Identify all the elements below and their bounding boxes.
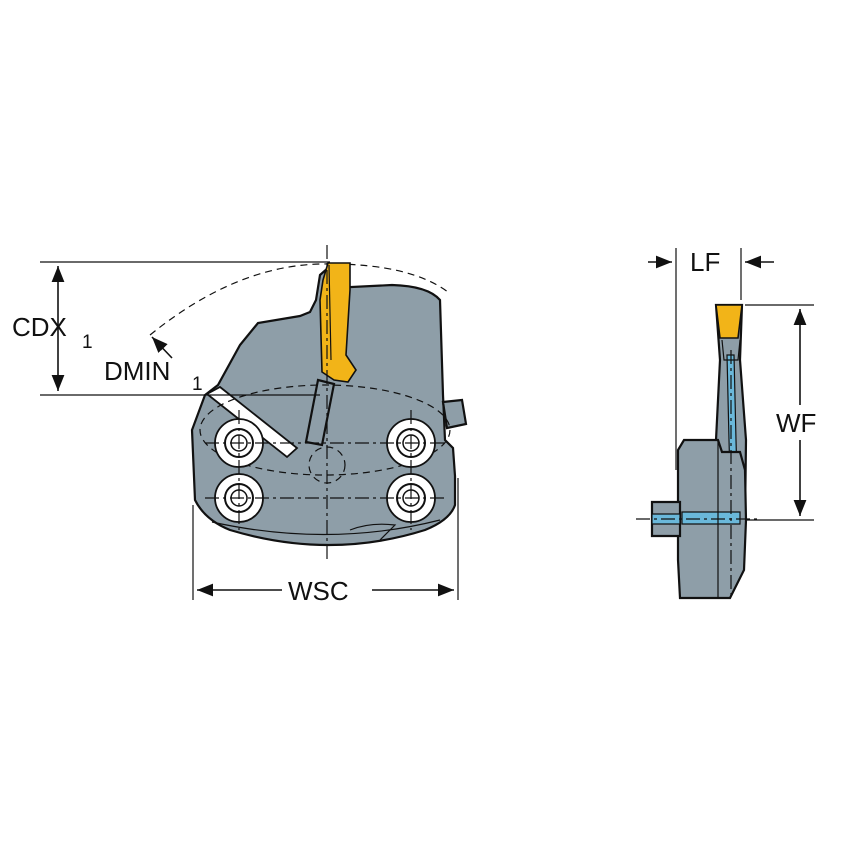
lf-label: LF <box>690 247 720 277</box>
side-insert <box>715 304 743 339</box>
dmin-subscript: 1 <box>192 374 203 395</box>
front-view <box>40 245 468 600</box>
side-lug <box>441 398 468 430</box>
hidden-outline <box>199 384 451 476</box>
wf-label: WF <box>776 408 816 438</box>
dmin-arc <box>149 263 449 336</box>
dmin-label: DMIN <box>104 356 170 386</box>
cdx-label: CDX <box>12 312 67 342</box>
side-view <box>636 248 814 600</box>
cdx-subscript: 1 <box>82 332 93 353</box>
coolant-cross <box>681 511 741 525</box>
wsc-label: WSC <box>288 576 349 606</box>
